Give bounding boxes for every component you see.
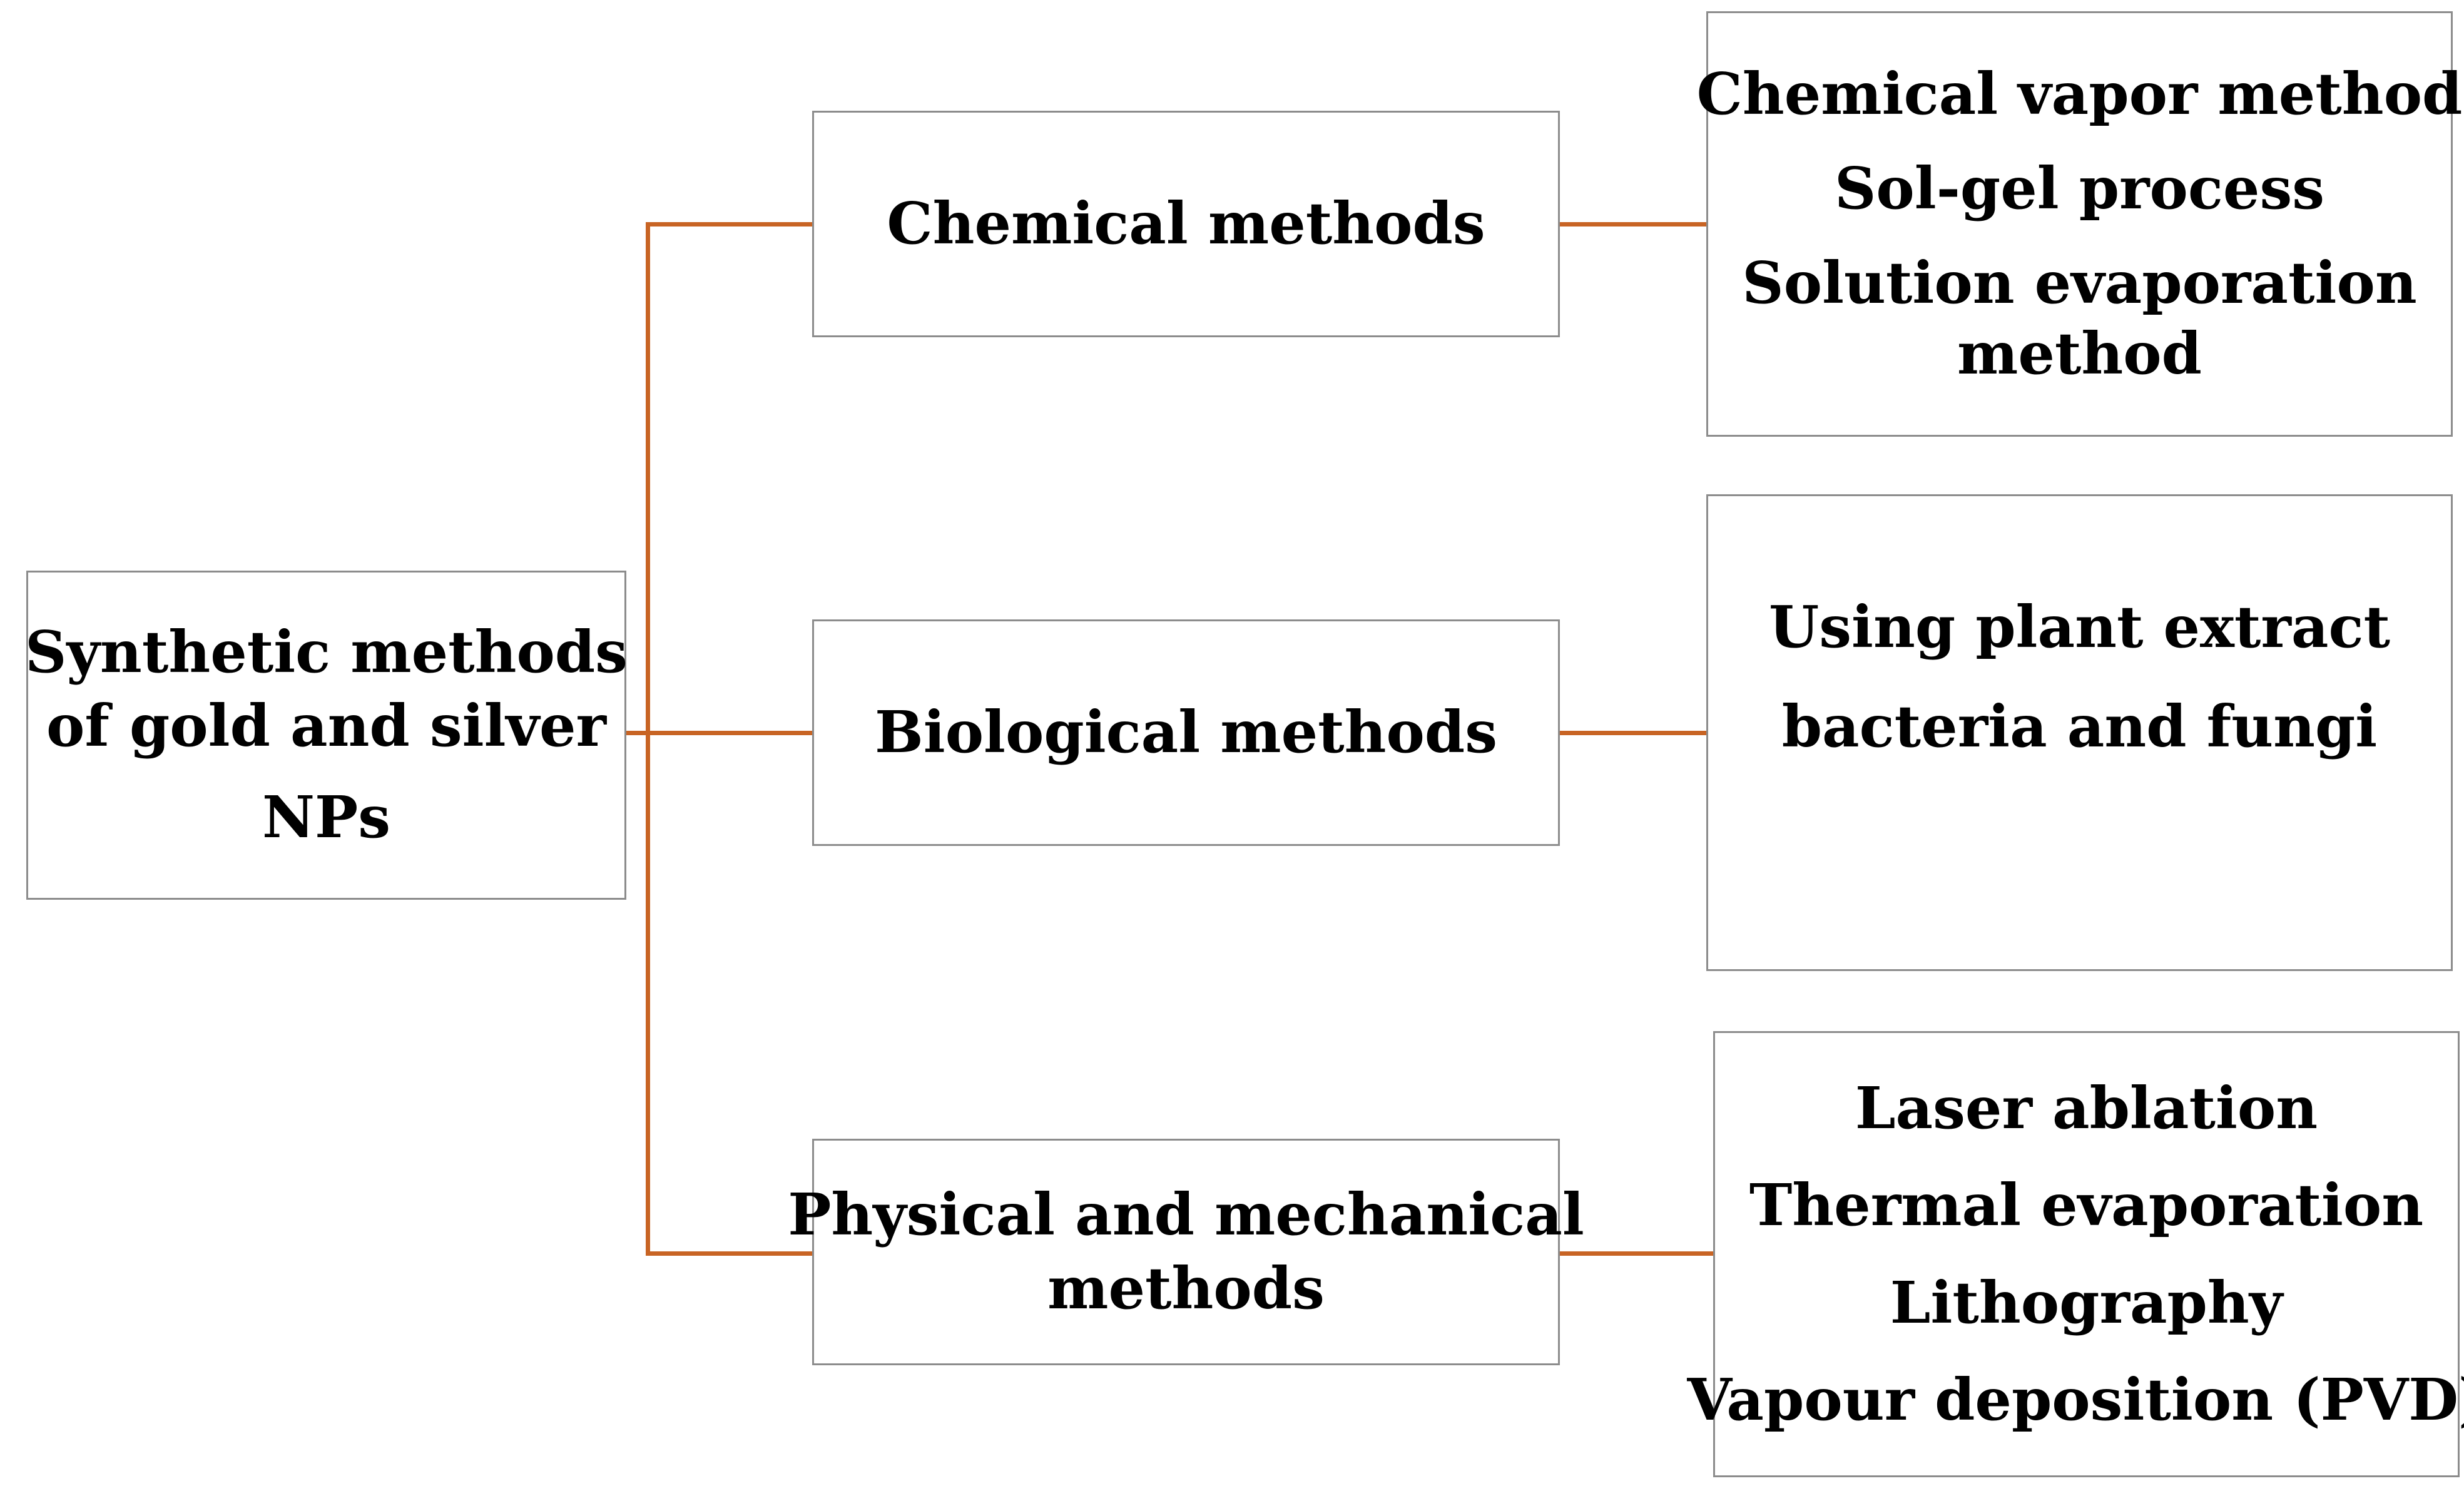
detail-item: Chemical vapor method — [1696, 59, 2463, 128]
detail-item: Thermal evaporation — [1749, 1171, 2424, 1239]
method-box-chemical: Chemical methods — [812, 111, 1560, 337]
connector-root-stub — [624, 731, 649, 735]
connector-biological-out — [1558, 731, 1708, 735]
connector-physical-in — [646, 1251, 813, 1256]
method-label: methods — [1047, 1254, 1325, 1322]
root-box: Synthetic methods of gold and silver NPs — [25, 571, 628, 900]
root-line: of gold and silver — [46, 692, 606, 760]
connector-physical-out — [1558, 1251, 1716, 1256]
detail-item: bacteria and fungi — [1781, 693, 2378, 760]
method-box-physical: Physical and mechanical methods — [788, 1139, 1584, 1365]
detail-item: Solution evaporation — [1742, 249, 2417, 317]
method-label: Physical and mechanical — [788, 1181, 1584, 1249]
detail-item: Vapour deposition (PVD) — [1687, 1365, 2464, 1433]
detail-item: Using plant extract — [1769, 593, 2390, 661]
connector-biological-in — [646, 731, 813, 735]
root-line: Synthetic methods — [25, 618, 628, 686]
connector-chemical-out — [1558, 222, 1708, 226]
detail-item: Lithography — [1890, 1268, 2283, 1336]
detail-box-physical: Laser ablation Thermal evaporation Litho… — [1687, 1031, 2464, 1477]
detail-box-biological: Using plant extract bacteria and fungi — [1706, 494, 2453, 971]
method-label: Chemical methods — [887, 190, 1485, 258]
method-label: Biological methods — [874, 698, 1498, 766]
detail-item: Sol-gel process — [1834, 154, 2325, 222]
root-line: NPs — [262, 783, 391, 851]
method-box-biological: Biological methods — [812, 619, 1560, 846]
detail-item: method — [1957, 320, 2202, 388]
connector-trunk — [646, 222, 650, 1256]
detail-box-chemical: Chemical vapor method Sol-gel process So… — [1697, 11, 2462, 437]
connector-chemical-in — [646, 222, 813, 226]
detail-item: Laser ablation — [1855, 1074, 2318, 1142]
